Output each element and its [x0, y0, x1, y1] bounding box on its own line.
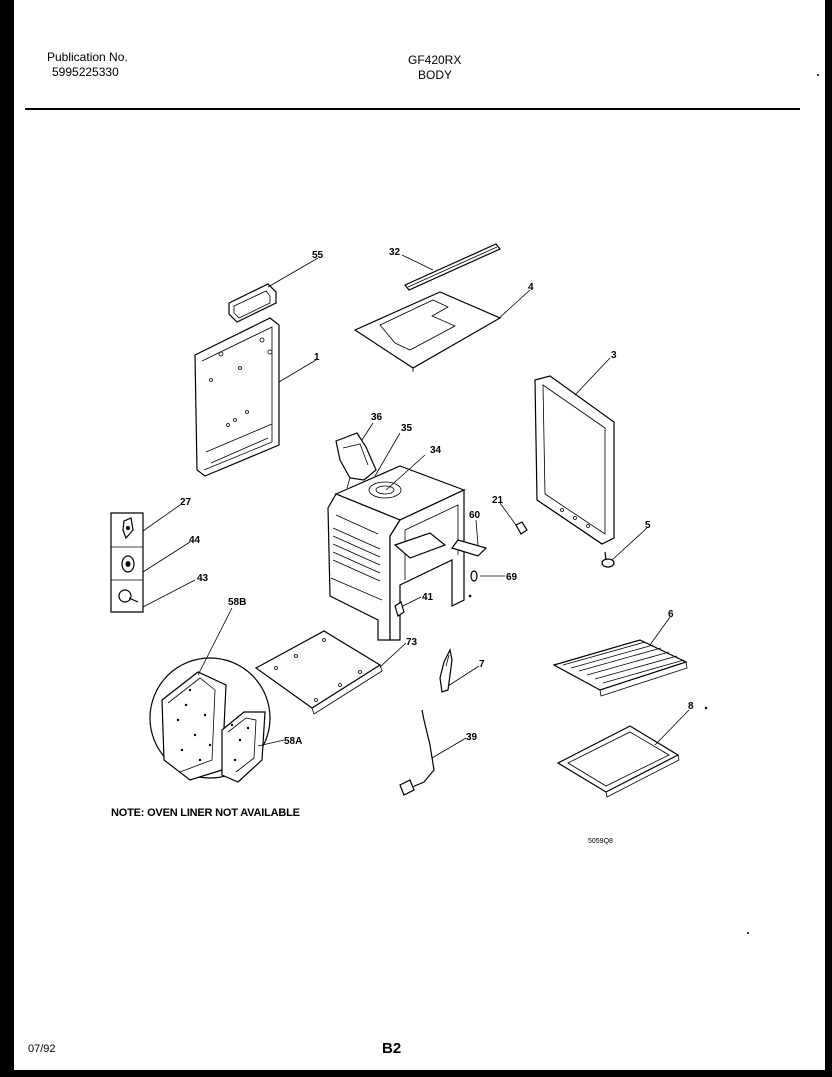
part-39-power-cord — [399, 709, 435, 796]
main-body-cabinet — [327, 465, 488, 641]
leader-55 — [267, 257, 319, 288]
callout-1: 1 — [314, 352, 320, 363]
callout-69: 69 — [506, 572, 518, 583]
leader-32 — [401, 254, 434, 271]
part-55-bezel — [228, 283, 277, 323]
callout-60: 60 — [469, 510, 481, 521]
part-21-clip — [515, 521, 528, 535]
part-73-bottom-panel — [254, 630, 383, 715]
leader-6 — [649, 616, 671, 646]
callout-6: 6 — [668, 609, 674, 620]
callout-35: 35 — [401, 423, 413, 434]
callout-44: 44 — [189, 535, 201, 546]
leader-39 — [431, 737, 467, 759]
callout-73: 73 — [406, 637, 418, 648]
callout-7: 7 — [479, 659, 485, 670]
leader-35 — [374, 432, 401, 477]
model-number: GF420RX — [408, 53, 462, 67]
leader-8 — [654, 709, 690, 746]
leader-7 — [447, 665, 480, 687]
part-36-control — [335, 432, 377, 489]
leader-34 — [385, 454, 426, 491]
leader-36 — [361, 422, 374, 441]
part-69-screw — [470, 570, 478, 582]
scan-border-right — [825, 0, 832, 1077]
fastener-box — [110, 512, 144, 613]
leader-41 — [402, 596, 422, 607]
publication-number: 5995225330 — [52, 65, 119, 79]
part-27-clip — [122, 517, 134, 540]
leader-21 — [499, 502, 517, 526]
part-41-screw — [394, 601, 405, 617]
leader-60 — [475, 519, 479, 546]
leader-4 — [496, 289, 531, 321]
part-7-bracket — [439, 648, 453, 693]
leader-27 — [142, 504, 181, 532]
leader-3 — [574, 357, 611, 396]
callout-58b: 58B — [228, 597, 246, 608]
footer-date: 07/92 — [28, 1043, 56, 1055]
leader-44 — [142, 541, 191, 573]
leader-1 — [278, 359, 317, 383]
leader-5 — [611, 527, 648, 561]
callout-34: 34 — [430, 445, 442, 456]
stray-dot — [468, 594, 472, 598]
callout-55: 55 — [312, 250, 324, 261]
leader-58b — [197, 607, 233, 676]
callout-36: 36 — [371, 412, 383, 423]
section-title: BODY — [418, 68, 453, 82]
scan-border-bottom — [0, 1070, 832, 1077]
callout-5: 5 — [645, 520, 651, 531]
callout-3: 3 — [611, 350, 617, 361]
callout-58a: 58A — [284, 736, 302, 747]
part-5-leveler — [601, 551, 615, 568]
callout-27: 27 — [180, 497, 192, 508]
callout-32: 32 — [389, 247, 401, 258]
stray-dot-4 — [817, 74, 819, 76]
part-32-strip — [404, 243, 501, 291]
part-6-oven-rack — [552, 639, 688, 697]
part-1-side-panel — [194, 317, 280, 477]
part-44-nut — [121, 555, 135, 573]
part-8-tray — [556, 725, 680, 798]
leader-58a — [257, 739, 285, 747]
callout-4: 4 — [528, 282, 534, 293]
callout-41: 41 — [422, 592, 434, 603]
callout-39: 39 — [466, 732, 478, 743]
header-rule — [25, 108, 800, 110]
leader-73 — [379, 642, 407, 668]
part-4-top-plate — [353, 291, 502, 372]
scan-border-left — [0, 0, 14, 1077]
stray-dot-3 — [747, 932, 749, 934]
part-58-insulation-detail — [149, 657, 271, 783]
part-43-screw — [118, 589, 139, 603]
callout-21: 21 — [492, 495, 504, 506]
page-number: B2 — [382, 1040, 402, 1057]
stray-dot-2 — [704, 706, 708, 710]
diagram-code: 5059Q8 — [588, 838, 613, 845]
oven-liner-note: NOTE: OVEN LINER NOT AVAILABLE — [111, 807, 300, 819]
publication-label: Publication No. — [47, 50, 128, 64]
part-3-rear-panel — [534, 375, 615, 545]
leader-43 — [142, 579, 196, 608]
callout-43: 43 — [197, 573, 209, 584]
callout-8: 8 — [688, 701, 694, 712]
